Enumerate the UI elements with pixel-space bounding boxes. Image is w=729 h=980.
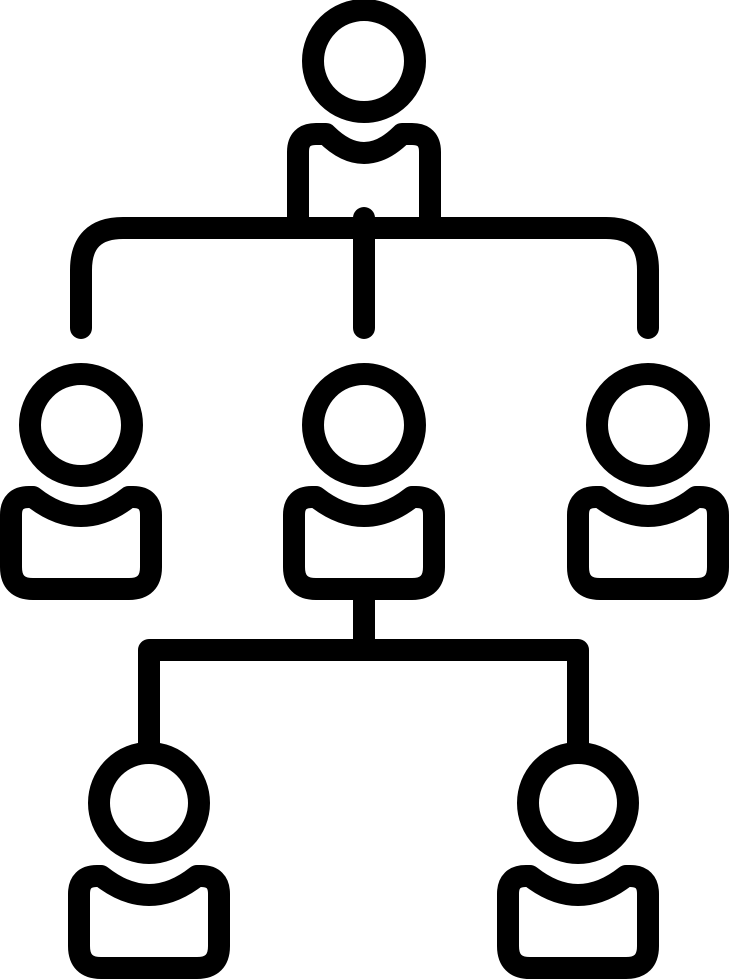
middle-to-bottom-connector [138,579,589,756]
person-middle-right [567,363,729,600]
person-head [302,363,426,487]
person-body [0,486,162,600]
person-head [19,363,143,487]
person-bottom-right [497,742,659,979]
person-body [497,865,659,979]
person-body [283,486,445,600]
person-head [517,742,639,864]
person-body [567,486,729,600]
person-top [287,0,441,229]
person-bottom-left [68,742,230,979]
person-body [287,123,441,229]
person-middle-center [283,363,445,600]
person-head [302,0,426,123]
person-head [88,742,210,864]
person-body [68,865,230,979]
person-head [586,363,710,487]
person-middle-left [0,363,162,600]
